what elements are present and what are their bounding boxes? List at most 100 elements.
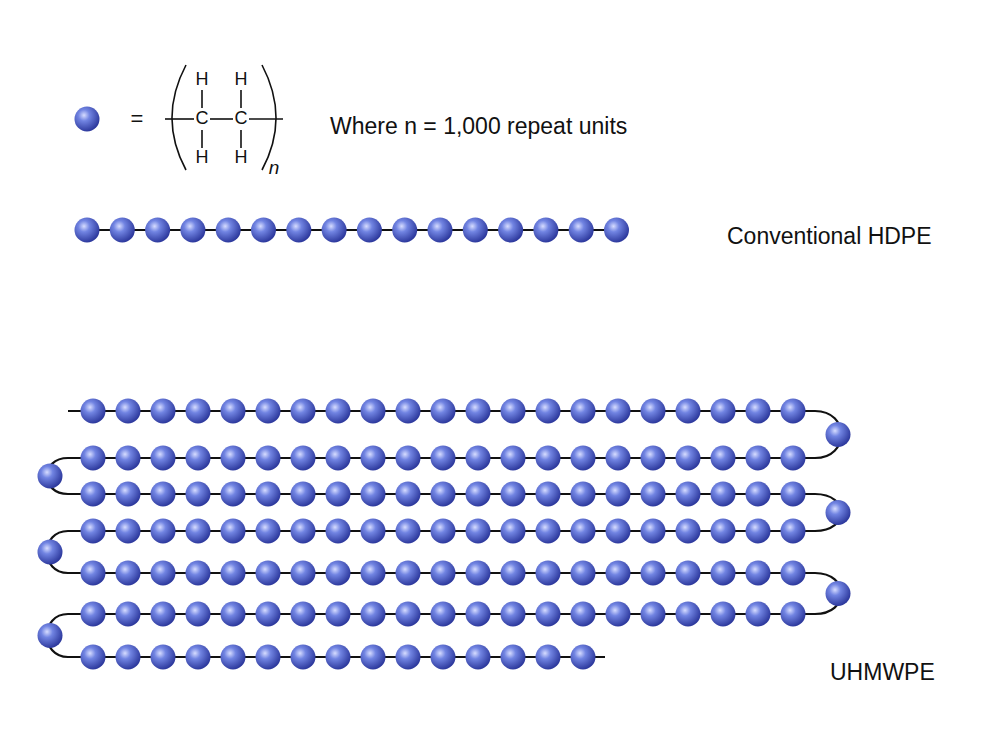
uhmwpe-ball <box>536 482 561 507</box>
uhmwpe-ball <box>536 519 561 544</box>
uhmwpe-ball <box>501 446 526 471</box>
uhmwpe-ball <box>536 602 561 627</box>
uhmwpe-ball <box>361 399 386 424</box>
uhmwpe-ball <box>291 519 316 544</box>
uhmwpe-ball <box>431 399 456 424</box>
uhmwpe-ball <box>81 602 106 627</box>
uhmwpe-ball <box>606 561 631 586</box>
uhmwpe-ball <box>291 399 316 424</box>
uhmwpe-ball <box>711 482 736 507</box>
uhmwpe-ball <box>361 446 386 471</box>
uhmwpe-ball <box>396 519 421 544</box>
left-parenthesis <box>172 65 186 170</box>
uhmwpe-ball <box>571 602 596 627</box>
fold-ball <box>38 540 63 565</box>
uhmwpe-ball <box>151 446 176 471</box>
uhmwpe-ball <box>396 602 421 627</box>
uhmwpe-ball <box>256 519 281 544</box>
uhmwpe-ball <box>221 446 246 471</box>
hydrogen-atom: H <box>196 147 209 169</box>
uhmwpe-ball <box>291 446 316 471</box>
hdpe-ball <box>569 218 594 243</box>
hydrogen-atom: H <box>235 69 248 91</box>
uhmwpe-ball <box>606 482 631 507</box>
uhmwpe-ball <box>81 519 106 544</box>
uhmwpe-ball <box>186 602 211 627</box>
hdpe-ball <box>322 218 347 243</box>
uhmwpe-ball <box>431 519 456 544</box>
repeat-unit-note: Where n = 1,000 repeat units <box>330 113 627 141</box>
uhmwpe-ball <box>186 482 211 507</box>
repeat-unit-ball <box>75 107 100 132</box>
uhmwpe-ball <box>501 602 526 627</box>
carbon-atom: C <box>235 108 248 130</box>
uhmwpe-ball <box>466 482 491 507</box>
uhmwpe-ball <box>256 561 281 586</box>
uhmwpe-ball <box>326 561 351 586</box>
uhmwpe-ball <box>186 399 211 424</box>
bond <box>165 118 194 120</box>
hdpe-ball <box>533 218 558 243</box>
equals-sign: = <box>131 106 144 132</box>
bond <box>201 130 203 148</box>
uhmwpe-ball <box>571 645 596 670</box>
uhmwpe-ball <box>676 602 701 627</box>
uhmwpe-ball <box>606 519 631 544</box>
hdpe-label: Conventional HDPE <box>727 223 932 251</box>
uhmwpe-ball <box>746 399 771 424</box>
fold-ball <box>38 464 63 489</box>
bond <box>249 118 283 120</box>
uhmwpe-ball <box>361 602 386 627</box>
uhmwpe-ball <box>536 399 561 424</box>
uhmwpe-ball <box>361 482 386 507</box>
uhmwpe-ball <box>746 561 771 586</box>
hydrogen-atom: H <box>196 69 209 91</box>
uhmwpe-ball <box>291 561 316 586</box>
structural-formula <box>165 65 283 170</box>
uhmwpe-ball <box>326 519 351 544</box>
uhmwpe-ball <box>361 519 386 544</box>
uhmwpe-ball <box>501 645 526 670</box>
uhmwpe-ball <box>186 645 211 670</box>
uhmwpe-ball <box>151 519 176 544</box>
hdpe-ball <box>145 218 170 243</box>
uhmwpe-ball <box>711 399 736 424</box>
hdpe-ball <box>463 218 488 243</box>
uhmwpe-ball <box>501 482 526 507</box>
uhmwpe-ball <box>151 482 176 507</box>
uhmwpe-ball <box>571 519 596 544</box>
uhmwpe-ball <box>256 645 281 670</box>
uhmwpe-ball <box>291 602 316 627</box>
uhmwpe-ball <box>151 561 176 586</box>
uhmwpe-ball <box>676 446 701 471</box>
uhmwpe-ball <box>781 602 806 627</box>
uhmwpe-ball <box>186 446 211 471</box>
uhmwpe-ball <box>466 561 491 586</box>
uhmwpe-ball <box>291 645 316 670</box>
uhmwpe-ball <box>256 602 281 627</box>
uhmwpe-ball <box>326 446 351 471</box>
uhmwpe-label: UHMWPE <box>830 659 935 687</box>
uhmwpe-ball <box>326 399 351 424</box>
uhmwpe-ball <box>711 519 736 544</box>
uhmwpe-ball <box>186 561 211 586</box>
uhmwpe-ball <box>536 645 561 670</box>
uhmwpe-ball <box>466 645 491 670</box>
uhmwpe-ball <box>606 446 631 471</box>
uhmwpe-ball <box>641 519 666 544</box>
uhmwpe-ball <box>781 482 806 507</box>
hdpe-ball <box>498 218 523 243</box>
uhmwpe-ball <box>676 519 701 544</box>
uhmwpe-ball <box>361 645 386 670</box>
uhmwpe-ball <box>781 561 806 586</box>
uhmwpe-ball <box>256 399 281 424</box>
hdpe-ball <box>357 218 382 243</box>
uhmwpe-ball <box>606 602 631 627</box>
uhmwpe-ball <box>396 645 421 670</box>
hdpe-ball <box>428 218 453 243</box>
uhmwpe-ball <box>326 482 351 507</box>
fold-ball <box>826 422 851 447</box>
uhmwpe-ball <box>746 602 771 627</box>
uhmwpe-ball <box>746 482 771 507</box>
